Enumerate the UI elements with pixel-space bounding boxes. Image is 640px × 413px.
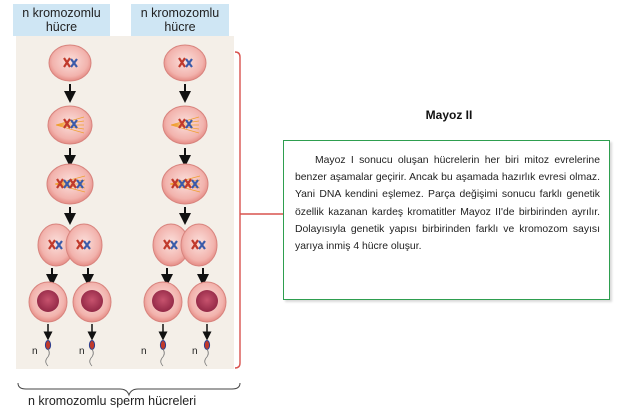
col2-metaphase-fiber: [170, 116, 200, 126]
col1-anaphase-chromosomes-left-blue: [63, 179, 71, 189]
col2-telophase-chromosomes-left-blue: [170, 240, 178, 250]
col1-daughter-2-sperm-head: [88, 340, 96, 350]
sperm-label-2: n: [79, 346, 85, 357]
col1-daughter-2-sperm-tail: [89, 348, 94, 367]
col2-metaphase-chromosomes-red: [178, 118, 186, 129]
col2-metaphase-chromosomes-blue: [185, 119, 193, 129]
col2-daughter-2-sperm-tail: [204, 348, 209, 367]
col1-metaphase-chromosomes-red: [63, 118, 71, 129]
col1-anaphase-chromosomes-right-blue: [76, 179, 84, 189]
col2-daughter-2-nucleus: [196, 290, 218, 312]
col2-prophase-chromosomes-blue: [185, 58, 193, 68]
description-text: Mayoz I sonucu oluşan hücrelerin her bir…: [295, 155, 600, 253]
col1-metaphase-fiber: [55, 120, 85, 126]
col1-telophase-chromosomes-left-blue: [55, 240, 63, 250]
col1-anaphase-chromosomes-right-red: [69, 178, 77, 189]
col2-telophase-chromosomes-left-red: [163, 239, 171, 250]
description-box: Mayoz I sonucu oluşan hücrelerin her bir…: [283, 140, 610, 300]
sperm-label-4: n: [192, 346, 198, 357]
col2-daughter-1-nucleus: [152, 290, 174, 312]
col1-daughter-2-nucleus: [81, 290, 103, 312]
col2-anaphase-chromosomes-left-red: [171, 178, 179, 189]
col2-daughter-2-sperm-head: [203, 340, 211, 350]
stage-bracket: [234, 51, 241, 369]
bottom-brace: [17, 382, 241, 397]
column-2-label-text: n kromozomlu hücre: [140, 6, 220, 34]
col2-telophase-chromosomes-right-red: [191, 239, 199, 250]
col2-telophase-chromosomes-right-blue: [198, 240, 206, 250]
col1-prophase-cell: [48, 44, 92, 82]
col1-daughter-1-sperm-tail: [45, 348, 50, 367]
column-1-label: n kromozomlu hücre: [13, 4, 110, 36]
col1-metaphase-chromosomes-blue: [70, 119, 78, 129]
column-2-label: n kromozomlu hücre: [131, 4, 229, 36]
sperm-label-1: n: [32, 346, 38, 357]
col2-metaphase-fiber: [170, 124, 200, 134]
col2-telophase-cell-right: [180, 223, 218, 267]
col2-metaphase-fiber: [170, 120, 200, 126]
col1-anaphase-chromosomes-left-red: [56, 178, 64, 189]
col2-daughter-1-sperm-tail: [160, 348, 165, 367]
col1-prophase-chromosomes-blue: [70, 58, 78, 68]
col1-metaphase-fiber: [55, 124, 85, 134]
col1-telophase-chromosomes-right-blue: [83, 240, 91, 250]
sperm-cells-label: n kromozomlu sperm hücreleri: [28, 394, 197, 408]
col1-daughter-1-sperm-head: [44, 340, 52, 350]
col1-metaphase-fiber: [55, 116, 85, 126]
col2-prophase-cell: [163, 44, 207, 82]
section-title: Mayoz II: [425, 108, 473, 122]
col2-anaphase-chromosomes-right-blue: [191, 179, 199, 189]
col2-anaphase-chromosomes-right-red: [184, 178, 192, 189]
col2-prophase-chromosomes-red: [178, 57, 186, 68]
col2-anaphase-chromosomes-left-blue: [178, 179, 186, 189]
col1-telophase-chromosomes-left-red: [48, 239, 56, 250]
col1-telophase-cell-right: [65, 223, 103, 267]
col2-daughter-1-sperm-head: [159, 340, 167, 350]
col1-daughter-1-nucleus: [37, 290, 59, 312]
col1-telophase-chromosomes-right-red: [76, 239, 84, 250]
sperm-label-3: n: [141, 346, 147, 357]
column-1-label-text: n kromozomlu hücre: [22, 6, 101, 34]
col1-prophase-chromosomes-red: [63, 57, 71, 68]
